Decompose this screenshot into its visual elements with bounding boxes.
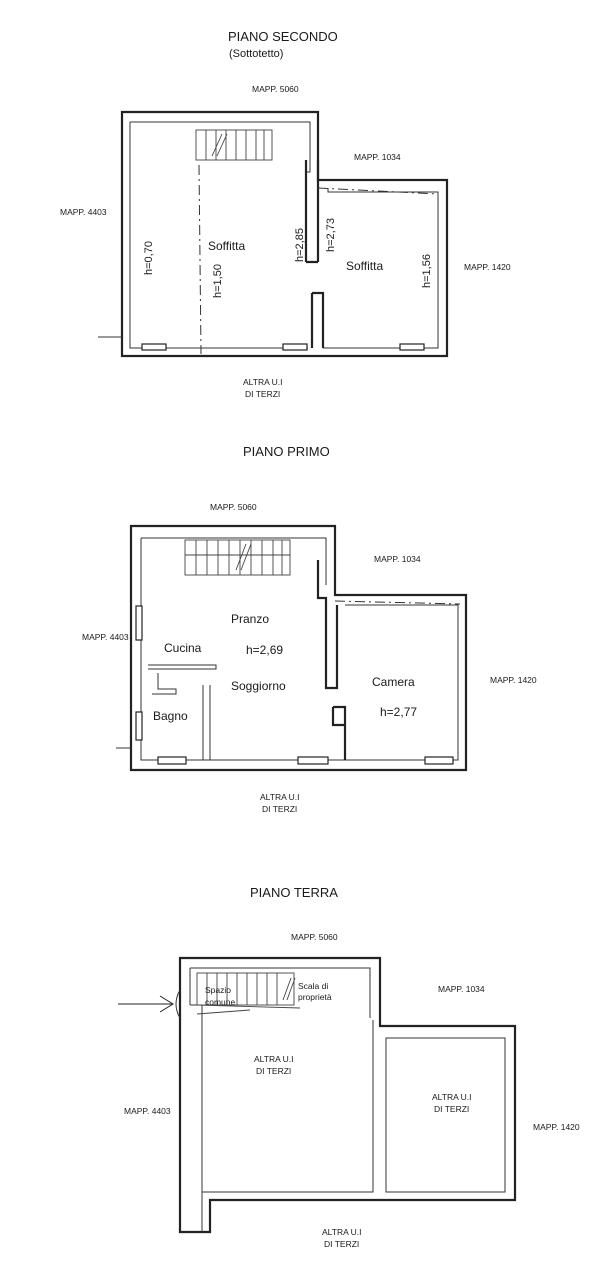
room-camera: Camera bbox=[372, 675, 415, 689]
bottom-altra-ui-second-2: DI TERZI bbox=[245, 389, 280, 399]
inner-wall-ground bbox=[189, 967, 506, 1232]
height-285: h=2,85 bbox=[294, 228, 306, 262]
window-first-bottom-3 bbox=[424, 756, 454, 765]
mapp-right-second: MAPP. 1420 bbox=[464, 262, 511, 272]
window-first-left-2 bbox=[135, 711, 143, 741]
height-156: h=1,56 bbox=[421, 254, 433, 288]
partition-lower-second bbox=[310, 291, 325, 348]
stairs-first bbox=[184, 539, 291, 576]
room-bagno: Bagno bbox=[153, 709, 188, 723]
mapp-left-second: MAPP. 4403 bbox=[60, 207, 107, 217]
plan-second-floor: PIANO SECONDO (Sottotetto) MAPP. 5060 MA… bbox=[60, 29, 511, 399]
room-soffitta-right: Soffitta bbox=[346, 259, 383, 273]
height-070: h=0,70 bbox=[143, 241, 155, 275]
right-altra-ui-2: DI TERZI bbox=[434, 1104, 469, 1114]
label-scala-proprieta-1: Scala di bbox=[298, 981, 328, 991]
mapp-right-top-second: MAPP. 1034 bbox=[354, 152, 401, 162]
slope-dash-second bbox=[198, 164, 202, 355]
mapp-top-second: MAPP. 5060 bbox=[252, 84, 299, 94]
label-spazio-comune-2: comune bbox=[205, 997, 236, 1007]
bottom-altra-ui-ground-1: ALTRA U.I bbox=[322, 1227, 362, 1237]
height-269: h=2,69 bbox=[246, 643, 283, 657]
outer-wall-first bbox=[129, 524, 468, 772]
window-first-left-1 bbox=[135, 605, 143, 641]
title-ground-floor: PIANO TERRA bbox=[250, 885, 338, 900]
plan-ground-floor: PIANO TERRA MAPP. 5060 MAPP. 1034 MAPP. … bbox=[118, 885, 580, 1249]
mapp-top-ground: MAPP. 5060 bbox=[291, 932, 338, 942]
stairs-second bbox=[195, 129, 273, 161]
bottom-altra-ui-ground-2: DI TERZI bbox=[324, 1239, 359, 1249]
label-spazio-comune-1: Spazio bbox=[205, 985, 231, 995]
partition-first-b bbox=[331, 705, 347, 760]
window-second-2 bbox=[282, 343, 308, 351]
inner-wall-first bbox=[140, 537, 459, 761]
outer-wall-ground bbox=[178, 956, 517, 1234]
height-277: h=2,77 bbox=[380, 705, 417, 719]
mapp-right-first: MAPP. 1420 bbox=[490, 675, 537, 685]
subtitle-second-floor: (Sottotetto) bbox=[229, 48, 283, 60]
partition-kitchen bbox=[148, 664, 217, 670]
mapp-right-ground: MAPP. 1420 bbox=[533, 1122, 580, 1132]
room-soggiorno: Soggiorno bbox=[231, 679, 286, 693]
title-second-floor: PIANO SECONDO bbox=[228, 29, 338, 44]
roof-dash-second bbox=[317, 187, 439, 195]
room-cucina: Cucina bbox=[164, 641, 202, 655]
stairs-ground bbox=[196, 972, 301, 1015]
window-second-1 bbox=[141, 343, 167, 351]
partition-second bbox=[304, 160, 320, 264]
center-altra-ui-2: DI TERZI bbox=[256, 1066, 291, 1076]
mapp-left-ground: MAPP. 4403 bbox=[124, 1106, 171, 1116]
partition-bath bbox=[152, 673, 211, 760]
roof-dash-first bbox=[334, 600, 461, 605]
outer-wall-second bbox=[120, 110, 449, 358]
bottom-altra-ui-second-1: ALTRA U.I bbox=[243, 377, 283, 387]
mapp-left-first: MAPP. 4403 bbox=[82, 632, 129, 642]
mapp-right-top-first: MAPP. 1034 bbox=[374, 554, 421, 564]
room-soffitta-left: Soffitta bbox=[208, 239, 245, 253]
entrance-door-swing bbox=[175, 989, 181, 1019]
center-altra-ui-1: ALTRA U.I bbox=[254, 1054, 294, 1064]
entrance-arrow-head bbox=[159, 995, 174, 1013]
window-second-3 bbox=[399, 343, 425, 351]
room-pranzo: Pranzo bbox=[231, 612, 269, 626]
window-first-bottom-1 bbox=[157, 756, 187, 765]
height-150: h=1,50 bbox=[212, 264, 224, 298]
partition-first-a bbox=[316, 560, 339, 690]
height-273: h=2,73 bbox=[325, 218, 337, 252]
mapp-top-first: MAPP. 5060 bbox=[210, 502, 257, 512]
title-first-floor: PIANO PRIMO bbox=[243, 444, 330, 459]
bottom-altra-ui-first-2: DI TERZI bbox=[262, 804, 297, 814]
right-altra-ui-1: ALTRA U.I bbox=[432, 1092, 472, 1102]
label-scala-proprieta-2: proprietà bbox=[298, 992, 332, 1002]
plan-first-floor: PIANO PRIMO MAPP. 5060 MAPP. 1034 MAPP. … bbox=[82, 444, 537, 814]
window-first-bottom-2 bbox=[297, 756, 329, 765]
mapp-right-top-ground: MAPP. 1034 bbox=[438, 984, 485, 994]
bottom-altra-ui-first-1: ALTRA U.I bbox=[260, 792, 300, 802]
